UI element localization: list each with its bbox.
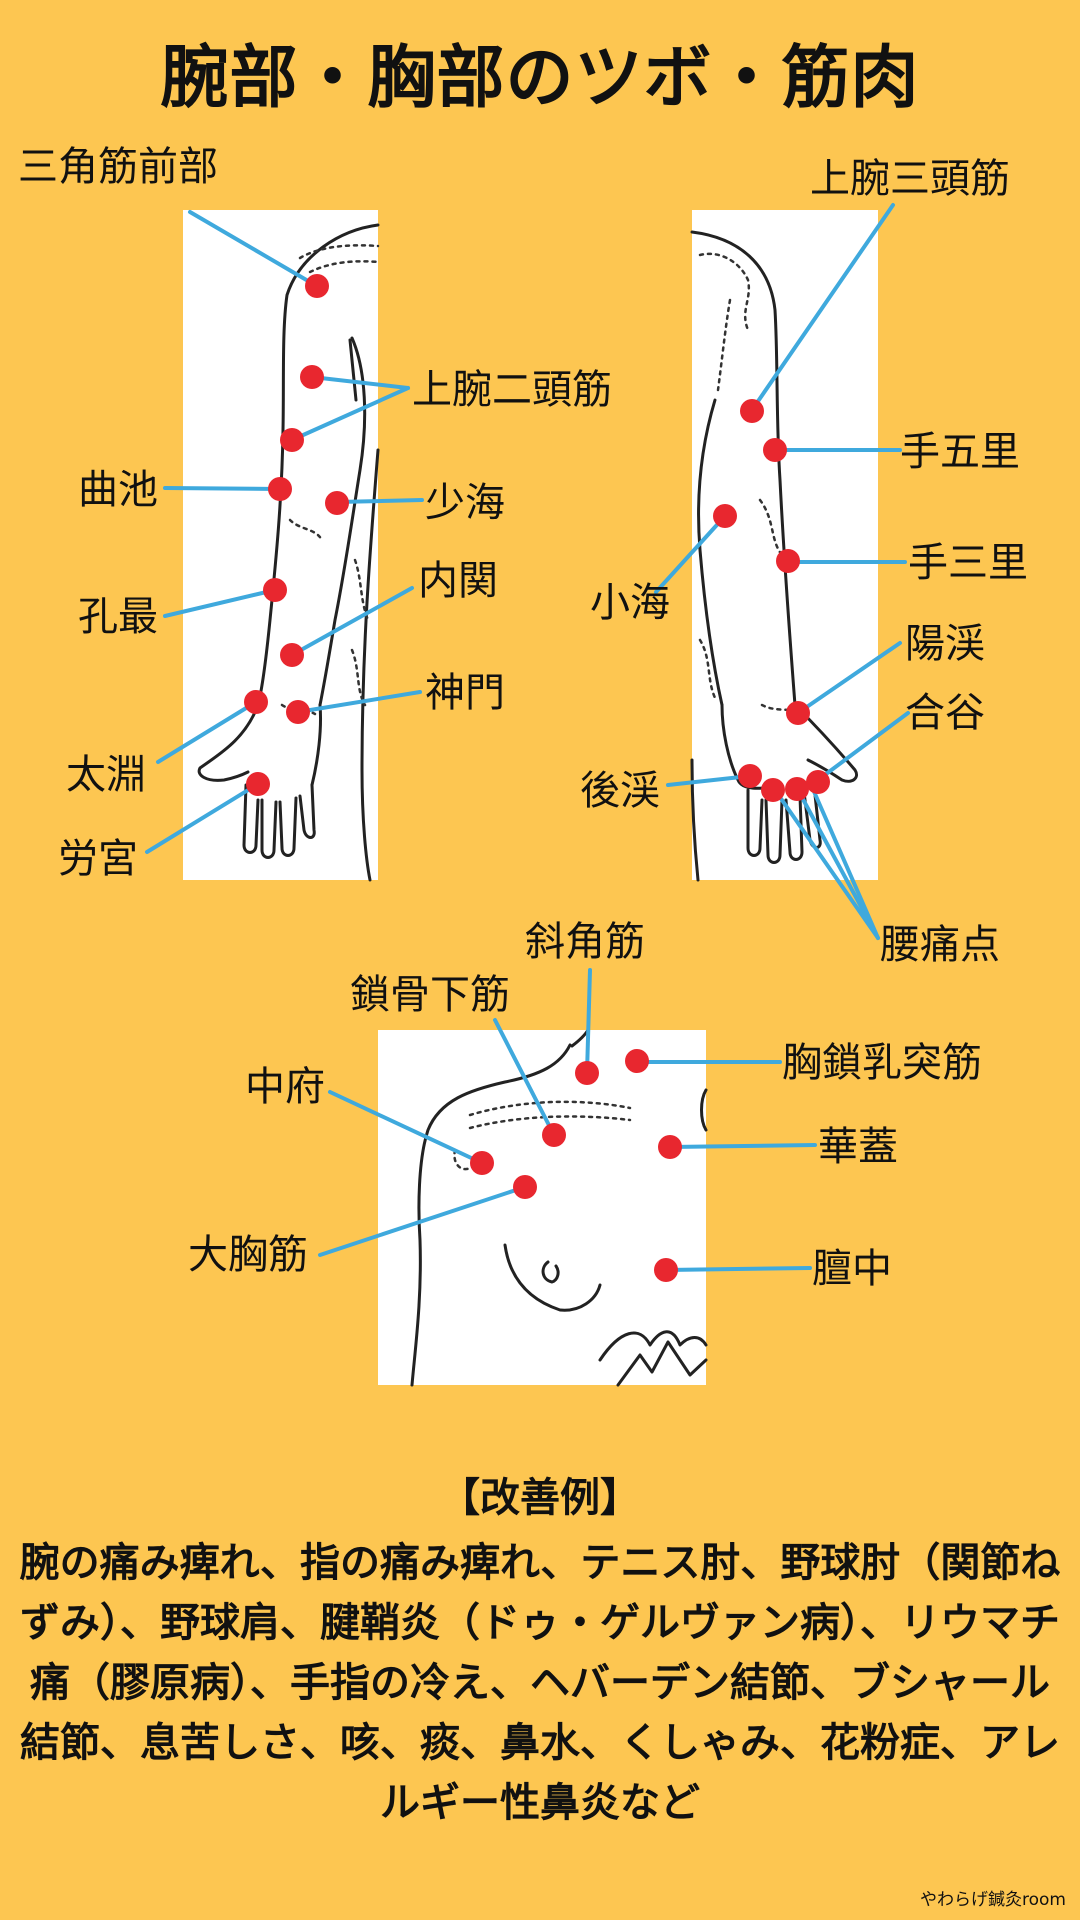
label-jowan-nitokin: 上腕二頭筋 [412, 367, 612, 413]
leader-shokai [335, 498, 424, 504]
leader-lines [145, 203, 910, 1272]
watermark: やわらげ鍼灸room [920, 1890, 1066, 1910]
point-te-gori [763, 438, 787, 462]
label-shokai: 少海 [425, 480, 505, 526]
back-arm-panel [690, 210, 878, 882]
label-daikyokin: 大胸筋 [188, 1232, 308, 1278]
leader-shakakukin [585, 968, 592, 1075]
point-jowan-nitokin-upper [300, 365, 324, 389]
point-yotsuten-2 [785, 777, 809, 801]
point-kyosa-nyutotsukin [625, 1049, 649, 1073]
leader-sakotsukakin [493, 1018, 556, 1137]
chest-background [378, 1030, 706, 1385]
point-kagai [658, 1135, 682, 1159]
leader-shinmon [296, 690, 422, 714]
leader-jowan-santokin [750, 203, 895, 412]
label-kyokuchi: 曲池 [78, 467, 158, 513]
label-te-gori: 手五里 [900, 429, 1020, 475]
label-koukei: 後渓 [580, 768, 660, 814]
leader-goukoku [816, 711, 910, 782]
label-yotsuten: 腰痛点 [880, 922, 1000, 968]
leader-yotsuten-1 [773, 788, 880, 940]
label-rokyu: 労宮 [58, 836, 138, 882]
point-sakotsukakin [542, 1123, 566, 1147]
point-shokai-small [713, 504, 737, 528]
leader-naikan [290, 586, 414, 657]
label-te-sanri: 手三里 [908, 540, 1028, 586]
examples-text: 腕の痛み痺れ、指の痛み痺れ、テニス肘、野球肘（関節ねずみ）、野球肩、腱鞘炎（ドゥ… [19, 1540, 1061, 1826]
label-danchu: 膻中 [812, 1246, 892, 1292]
label-kyosa-nyutotsukin: 胸鎖乳突筋 [782, 1040, 982, 1086]
front-arm-panel [183, 210, 380, 882]
label-sakotsukakin: 鎖骨下筋 [350, 972, 510, 1018]
label-jowan-santokin: 上腕三頭筋 [810, 156, 1010, 202]
label-sankaku-zenbu: 三角筋前部 [18, 144, 218, 190]
label-naikan: 内関 [418, 558, 498, 604]
point-labels: 三角筋前部 上腕二頭筋 曲池 少海 内関 孔最 神門 太淵 労宮 上腕三頭筋 手… [18, 144, 1028, 1292]
front-arm-illustration [197, 223, 380, 882]
label-shokai-small: 小海 [590, 580, 670, 626]
point-kousai [263, 578, 287, 602]
point-naikan [280, 643, 304, 667]
label-shinmon: 神門 [425, 670, 505, 716]
leader-danchu [664, 1266, 812, 1272]
point-yotsuten-1 [761, 778, 785, 802]
label-taien: 太淵 [66, 752, 146, 798]
leader-jowan-nitokin-1 [310, 375, 410, 390]
leader-jowan-nitokin-2 [290, 386, 410, 442]
label-chufu: 中府 [245, 1064, 325, 1110]
examples-heading: 【改善例】 [440, 1475, 640, 1521]
leader-kagai [668, 1143, 817, 1149]
acupoints [244, 274, 830, 1282]
point-shakakukin [575, 1061, 599, 1085]
point-chufu [470, 1151, 494, 1175]
label-kagai: 華蓋 [818, 1124, 898, 1170]
improvement-examples: 【改善例】 腕の痛み痺れ、指の痛み痺れ、テニス肘、野球肘（関節ねずみ）、野球肩、… [0, 1465, 1080, 1833]
leader-shokai-small [654, 514, 727, 594]
point-sankaku-zenbu [305, 274, 329, 298]
leader-kyokuchi [163, 486, 282, 491]
point-jowan-nitokin-lower [280, 428, 304, 452]
chest-illustration [410, 1028, 708, 1387]
leader-rokyu [145, 782, 260, 854]
point-shinmon [286, 700, 310, 724]
point-jowan-santokin [740, 399, 764, 423]
chest-panel [378, 1028, 708, 1387]
label-goukoku: 合谷 [905, 690, 985, 736]
label-kousai: 孔最 [78, 594, 158, 640]
leader-yokei [796, 641, 902, 715]
leader-daikyokin [318, 1185, 527, 1257]
leader-sankaku-zenbu [188, 210, 317, 287]
leader-koukei [666, 774, 752, 787]
front-arm-background [183, 210, 378, 880]
point-goukoku [806, 770, 830, 794]
point-daikyokin [513, 1175, 537, 1199]
page-title: 腕部・胸部のツボ・筋肉 [160, 39, 920, 118]
point-kyokuchi [268, 477, 292, 501]
point-shokai [325, 491, 349, 515]
point-koukei [738, 764, 762, 788]
point-taien [244, 690, 268, 714]
leader-chufu [328, 1090, 484, 1165]
leader-taien [156, 700, 258, 764]
acupoint-diagram: 三角筋前部 上腕二頭筋 曲池 少海 内関 孔最 神門 太淵 労宮 上腕三頭筋 手… [18, 144, 1028, 1387]
label-shakakukin: 斜角筋 [525, 919, 645, 965]
point-danchu [654, 1258, 678, 1282]
leader-yotsuten-3 [810, 785, 880, 940]
point-te-sanri [776, 549, 800, 573]
leader-yotsuten-2 [796, 788, 880, 940]
label-yokei: 陽渓 [905, 621, 985, 667]
point-rokyu [246, 772, 270, 796]
leader-kousai [163, 588, 277, 618]
point-yokei [786, 701, 810, 725]
